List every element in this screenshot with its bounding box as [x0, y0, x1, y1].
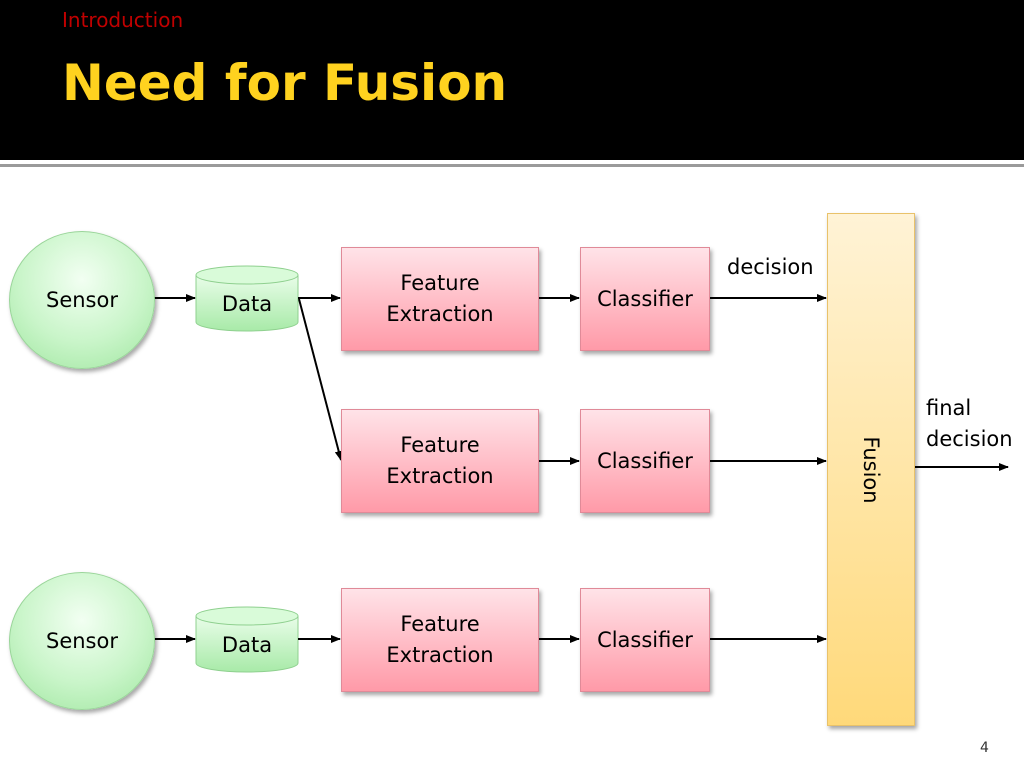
classifier-label: Classifier — [597, 448, 693, 473]
feature-extraction-line2: Extraction — [386, 464, 494, 488]
feature-extraction-line1: Feature — [400, 271, 480, 295]
final-decision-label: final decision — [926, 393, 1013, 455]
sensor-label: Sensor — [46, 288, 118, 312]
sensor-node-1: Sensor — [9, 231, 155, 369]
feature-extraction-line2: Extraction — [386, 643, 494, 667]
classifier-label: Classifier — [597, 627, 693, 652]
feature-extraction-box-1: Feature Extraction — [341, 247, 539, 351]
fusion-label: Fusion — [859, 435, 883, 504]
feature-extraction-line2: Extraction — [386, 302, 494, 326]
feature-extraction-line1: Feature — [400, 433, 480, 457]
header-divider-shadow — [0, 164, 1024, 167]
classifier-label: Classifier — [597, 286, 693, 311]
data-label-2: Data — [221, 633, 273, 657]
feature-extraction-line1: Feature — [400, 612, 480, 636]
final-decision-line1: final — [926, 396, 972, 420]
sensor-label: Sensor — [46, 629, 118, 653]
data-cylinder-1 — [195, 265, 299, 332]
fusion-box: Fusion — [827, 213, 915, 726]
sensor-node-2: Sensor — [9, 572, 155, 710]
data-cylinder-2 — [195, 606, 299, 673]
header-bar — [0, 0, 1024, 160]
classifier-box-1: Classifier — [580, 247, 710, 351]
arrow-data1-fx2 — [298, 298, 343, 461]
page-number: 4 — [980, 740, 989, 756]
classifier-box-2: Classifier — [580, 409, 710, 513]
slide-title: Need for Fusion — [62, 54, 508, 112]
header-divider — [0, 160, 1024, 164]
feature-extraction-box-2: Feature Extraction — [341, 409, 539, 513]
data-label-1: Data — [221, 292, 273, 316]
decision-label: decision — [727, 255, 814, 279]
feature-extraction-box-3: Feature Extraction — [341, 588, 539, 692]
classifier-box-3: Classifier — [580, 588, 710, 692]
section-label: Introduction — [62, 8, 184, 32]
final-decision-line2: decision — [926, 427, 1013, 451]
